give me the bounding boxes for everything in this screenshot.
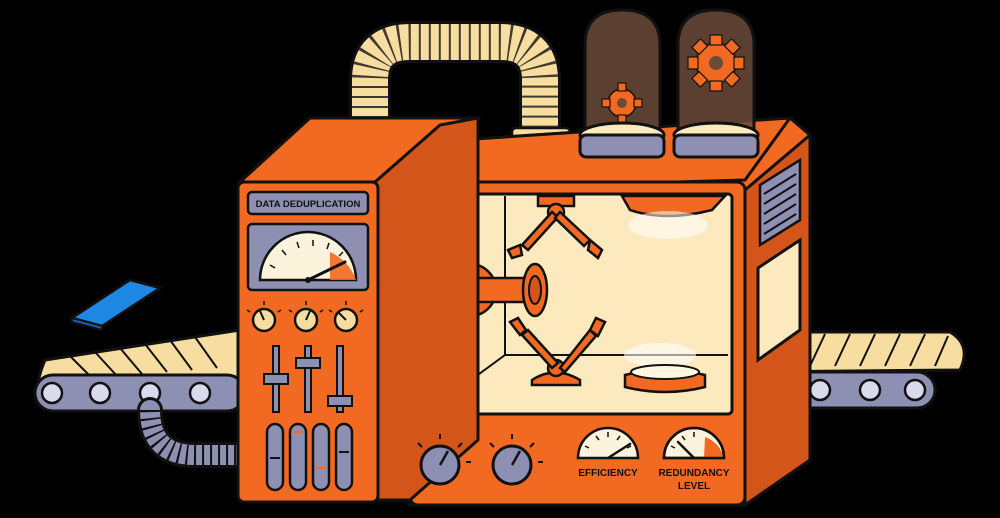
side-window <box>756 237 802 363</box>
level-indicators <box>265 422 354 492</box>
glass-tube-left <box>578 8 666 159</box>
redundancy-label-line1: REDUNDANCY <box>658 468 729 479</box>
upper-robot-arm <box>506 194 604 260</box>
level-bar <box>334 422 354 492</box>
machine-title: DATA DEDUPLICATION <box>256 199 361 210</box>
data-card-icon <box>68 278 164 332</box>
gear-icon <box>687 34 745 92</box>
side-vent <box>758 157 802 248</box>
efficiency-needle <box>606 442 632 460</box>
glass-tube-right <box>672 8 760 159</box>
redundancy-needle <box>676 440 696 460</box>
panel-sliders <box>263 345 353 413</box>
slider[interactable] <box>263 345 289 413</box>
level-bar <box>265 422 285 492</box>
efficiency-label: EFFICIENCY <box>578 468 638 479</box>
top-lamp <box>619 194 728 239</box>
conveyor-belt-left <box>33 328 247 413</box>
panel-knobs <box>246 301 364 333</box>
level-bar <box>311 422 331 492</box>
lower-robot-arm <box>508 316 607 387</box>
level-bar <box>288 422 308 492</box>
slider[interactable] <box>295 345 321 413</box>
efficiency-gauge: EFFICIENCY <box>576 426 640 479</box>
gear-icon <box>601 82 643 124</box>
redundancy-gauge: REDUNDANCY LEVEL <box>658 426 730 492</box>
front-knobs <box>417 434 543 486</box>
dial-knob[interactable] <box>417 434 471 486</box>
machine-title-plate: DATA DEDUPLICATION <box>246 190 370 216</box>
lower-hose <box>137 397 258 468</box>
slider[interactable] <box>327 345 353 413</box>
knob[interactable] <box>288 301 324 333</box>
dial-knob[interactable] <box>489 434 543 486</box>
bottom-platform <box>623 343 707 394</box>
analog-meter <box>246 222 370 292</box>
knob[interactable] <box>246 301 282 333</box>
knob[interactable] <box>328 301 364 333</box>
redundancy-label-line2: LEVEL <box>678 481 710 492</box>
meter-needle <box>306 260 347 282</box>
